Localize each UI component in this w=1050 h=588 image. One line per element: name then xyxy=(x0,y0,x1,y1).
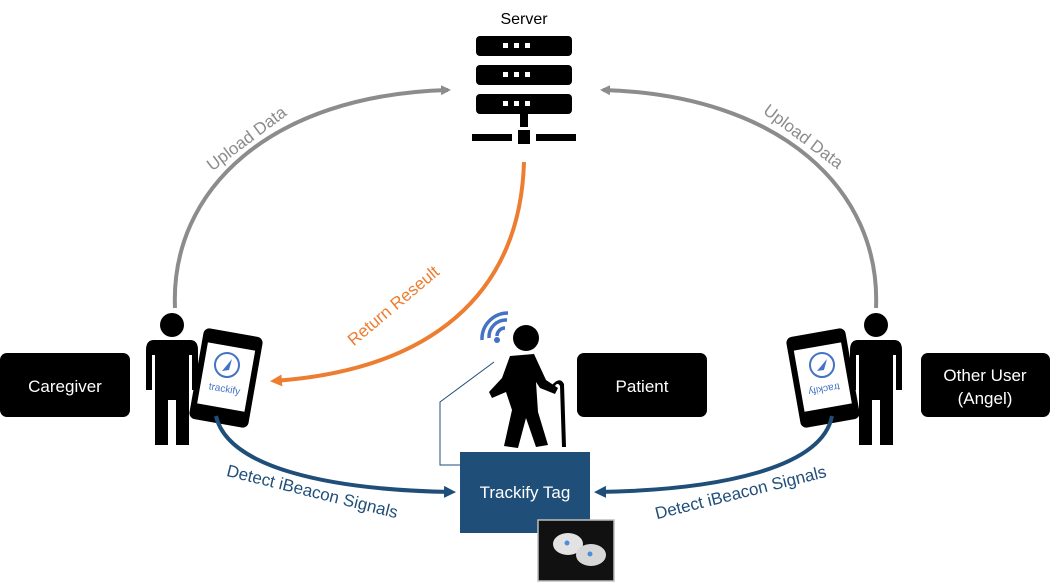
caregiver-phone-icon: trackify xyxy=(189,328,263,428)
upload-label-right: Upload Data xyxy=(760,101,847,173)
caregiver-label: Caregiver xyxy=(28,377,102,396)
trackify-tag-label: Trackify Tag xyxy=(480,483,571,502)
other-user-label-line2: (Angel) xyxy=(958,389,1013,408)
detect-label-left: Detect iBeacon Signals xyxy=(225,461,400,522)
other-user-person-icon xyxy=(850,313,902,445)
return-result-arrow xyxy=(270,161,526,387)
tag-photo xyxy=(537,519,615,582)
server-title: Server xyxy=(500,11,548,28)
upload-arrow-left xyxy=(172,85,451,309)
patient-tag-connector xyxy=(439,361,495,466)
patient-person-icon xyxy=(489,325,566,448)
other-user-app-label: trackify xyxy=(807,380,840,396)
patient-box xyxy=(577,353,707,417)
patient-label: Patient xyxy=(616,377,669,396)
caregiver-box xyxy=(0,353,130,417)
wifi-signal-icon xyxy=(480,311,509,341)
other-user-label-line1: Other User xyxy=(943,366,1026,385)
detect-label-right: Detect iBeacon Signals xyxy=(653,462,828,523)
upload-label-left: Upload Data xyxy=(203,102,290,174)
caregiver-person-icon xyxy=(146,313,198,445)
detect-arrow-right xyxy=(594,415,834,498)
server-icon xyxy=(472,36,576,144)
other-user-box xyxy=(921,353,1050,417)
upload-arrow-right xyxy=(600,85,879,309)
detect-arrow-left xyxy=(214,415,456,498)
caregiver-app-label: trackify xyxy=(208,381,241,397)
other-user-phone-icon: trackify xyxy=(786,328,860,428)
